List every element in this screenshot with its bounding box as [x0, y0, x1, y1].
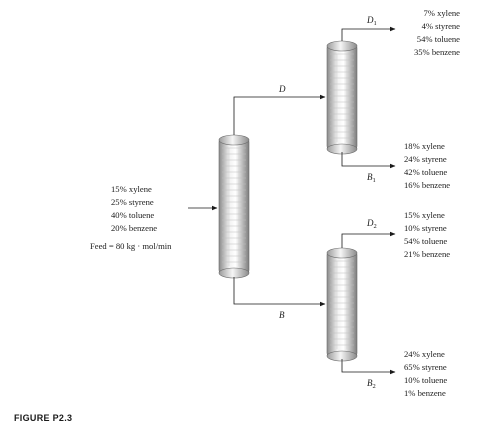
feed-comp-line: 20% benzene	[111, 223, 157, 233]
comp-line: 15% xylene	[404, 210, 445, 220]
stream-D1-line	[341, 26, 396, 41]
composition-D2: 15% xylene 10% styrene 54% toluene 21% b…	[404, 210, 450, 259]
feed-comp-line: 40% toluene	[111, 210, 154, 220]
stream-label-B: B	[279, 310, 285, 320]
comp-line: 18% xylene	[404, 141, 445, 151]
stream-label-D1: D1	[366, 15, 377, 27]
comp-line: 10% toluene	[404, 375, 447, 385]
comp-line: 10% styrene	[404, 223, 447, 233]
figure-caption: FIGURE P2.3	[14, 413, 72, 423]
feed-comp-line: 15% xylene	[111, 184, 152, 194]
comp-line: 24% xylene	[404, 349, 445, 359]
comp-line: 35% benzene	[414, 47, 460, 57]
comp-line: 21% benzene	[404, 249, 450, 259]
column-1	[218, 134, 250, 279]
feed-comp-line: 25% styrene	[111, 197, 154, 207]
comp-line: 54% toluene	[417, 34, 460, 44]
stream-label-B1: B1	[367, 172, 376, 184]
stream-D2-line	[341, 231, 396, 248]
stream-D-line	[233, 94, 326, 135]
composition-B2: 24% xylene 65% styrene 10% toluene 1% be…	[404, 349, 447, 398]
column-2	[326, 40, 358, 155]
stream-B-line	[233, 277, 326, 307]
comp-line: 16% benzene	[404, 180, 450, 190]
comp-line: 24% styrene	[404, 154, 447, 164]
stream-label-D: D	[278, 84, 286, 94]
stream-label-D2: D2	[366, 218, 377, 230]
composition-B1: 18% xylene 24% styrene 42% toluene 16% b…	[404, 141, 450, 190]
comp-line: 65% styrene	[404, 362, 447, 372]
column-3	[326, 247, 358, 362]
composition-D1: 7% xylene 4% styrene 54% toluene 35% ben…	[414, 8, 460, 57]
stream-B1-line	[341, 152, 396, 169]
comp-line: 1% benzene	[404, 388, 446, 398]
comp-line: 54% toluene	[404, 236, 447, 246]
comp-line: 7% xylene	[423, 8, 460, 18]
feed-rate: Feed = 80 kg · mol/min	[90, 241, 172, 251]
comp-line: 42% toluene	[404, 167, 447, 177]
feed-composition: 15% xylene 25% styrene 40% toluene 20% b…	[90, 184, 172, 251]
comp-line: 4% styrene	[422, 21, 461, 31]
stream-label-B2: B2	[367, 378, 376, 390]
stream-B2-line	[341, 359, 396, 375]
